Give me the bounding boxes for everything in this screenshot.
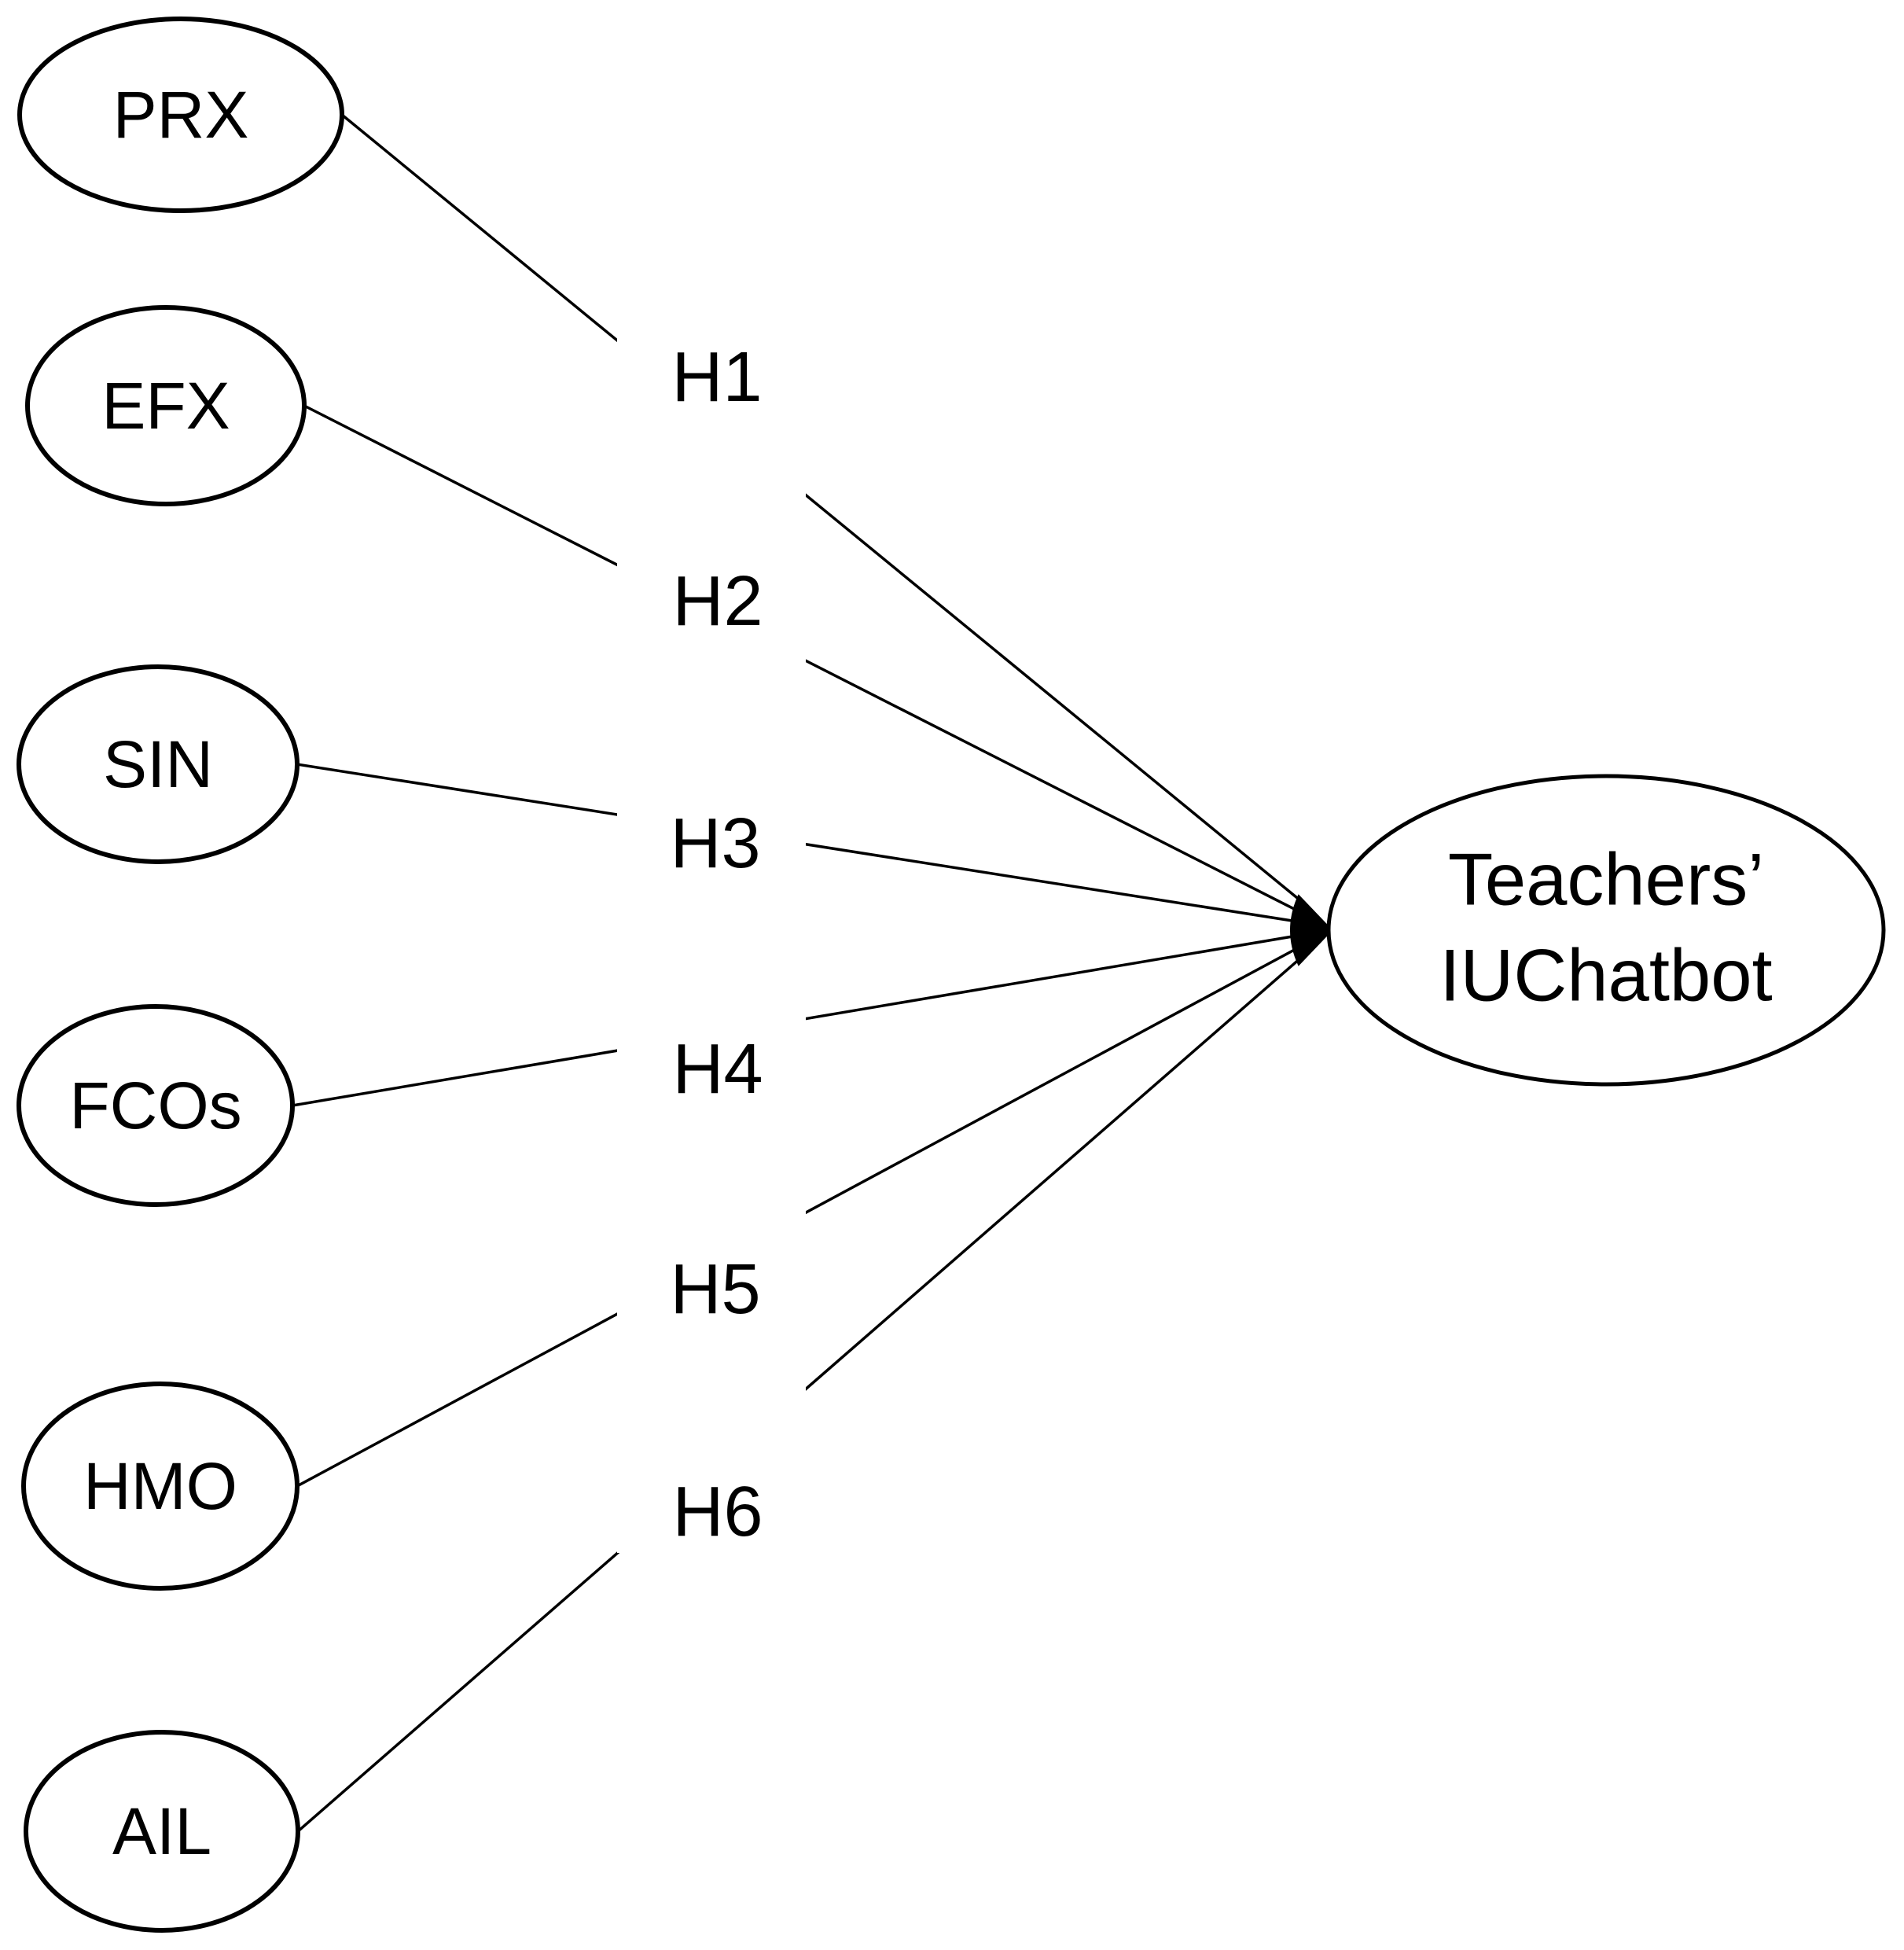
sin-label: SIN [103,727,213,801]
predictor-node-prx: PRX [17,17,344,213]
h3-label: H3 [670,804,760,883]
hmo-label: HMO [83,1449,237,1523]
h5-label: H5 [670,1250,760,1329]
predictor-node-hmo: HMO [21,1382,300,1591]
predictor-node-sin: SIN [17,664,300,864]
outcome-label-line2: IUChatbot [1439,934,1772,1017]
arrowhead-icon [1290,894,1333,966]
ail-ellipse [24,1730,300,1933]
h6-label-mask [617,1376,806,1553]
outcome-ellipse [1326,774,1886,1087]
sin-ellipse [17,664,300,864]
prx-ellipse [17,17,344,213]
outcome-node: Teachers’ IUChatbot [1326,774,1886,1087]
efx-label: EFX [101,369,230,443]
predictor-node-efx: EFX [25,305,307,506]
h1-label-mask [617,330,806,503]
outcome-label-line1: Teachers’ [1448,838,1764,921]
fcos-label: FCOs [69,1069,241,1142]
edge-prx-to-outcome [340,113,1303,903]
h6-label: H6 [672,1473,763,1551]
predictor-node-fcos: FCOs [17,1004,295,1207]
h1-label: H1 [671,338,762,417]
h3-label-mask [617,802,806,881]
fcos-ellipse [17,1004,295,1207]
h5-label-mask [617,1203,806,1325]
hmo-ellipse [21,1382,300,1591]
h4-label-mask [617,1006,806,1101]
h2-label: H2 [672,562,763,641]
predictor-node-ail: AIL [24,1730,300,1933]
h2-label-mask [617,550,806,668]
h4-label: H4 [672,1030,763,1109]
prx-label: PRX [113,78,249,152]
efx-ellipse [25,305,307,506]
ail-label: AIL [112,1794,211,1868]
